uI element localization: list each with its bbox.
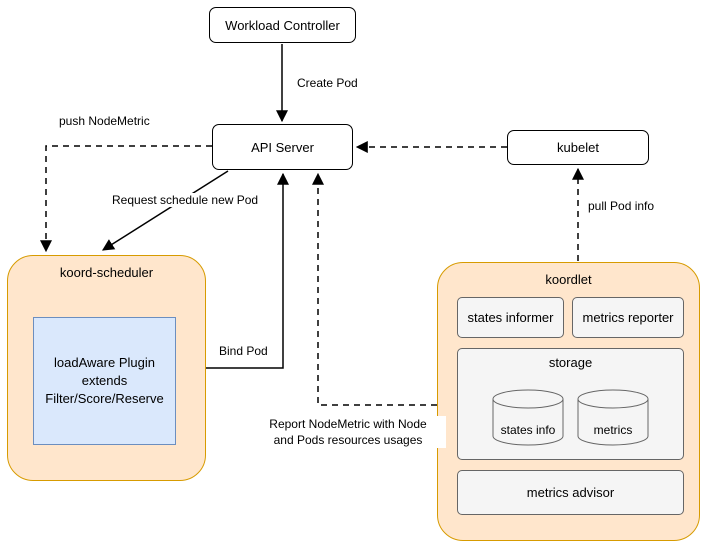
metrics-reporter-node: metrics reporter bbox=[572, 297, 684, 338]
arrow-push-nodemetric bbox=[40, 145, 212, 253]
cylinder-shape bbox=[492, 389, 564, 446]
report-nodemetric-line1: Report NodeMetric with Node bbox=[269, 417, 427, 431]
states-info-label: states info bbox=[500, 423, 556, 437]
storage-label: storage bbox=[548, 355, 593, 370]
report-nodemetric-line2: and Pods resources usages bbox=[273, 433, 423, 448]
loadaware-plugin-line3: Filter/Score/Reserve bbox=[45, 391, 164, 407]
bind-pod-edge-label: Bind Pod bbox=[217, 344, 270, 358]
workload-controller-label: Workload Controller bbox=[225, 17, 340, 33]
loadaware-plugin-line2: extends bbox=[81, 372, 128, 388]
metrics-reporter-label: metrics reporter bbox=[582, 310, 674, 325]
push-nodemetric-edge-label: push NodeMetric bbox=[57, 114, 152, 128]
kubelet-node: kubelet bbox=[507, 130, 649, 165]
metrics-advisor-node: metrics advisor bbox=[457, 470, 684, 515]
loadaware-plugin-line1: loadAware Plugin bbox=[54, 354, 155, 370]
create-pod-edge-label: Create Pod bbox=[295, 76, 360, 90]
kubelet-label: kubelet bbox=[557, 140, 599, 155]
states-informer-label: states informer bbox=[467, 310, 554, 325]
api-server-node: API Server bbox=[212, 124, 353, 170]
koordlet-label: koordlet bbox=[545, 272, 592, 287]
states-info-database-icon: states info bbox=[492, 389, 564, 447]
metrics-database-icon: metrics bbox=[577, 389, 649, 447]
loadaware-plugin-label: loadAware Plugin extends Filter/Score/Re… bbox=[45, 354, 163, 409]
api-server-label: API Server bbox=[251, 139, 314, 155]
states-informer-node: states informer bbox=[457, 297, 564, 338]
koord-scheduler-label: koord-scheduler bbox=[59, 265, 154, 280]
workload-controller-node: Workload Controller bbox=[209, 7, 356, 43]
request-schedule-edge-label: Request schedule new Pod bbox=[110, 193, 261, 207]
arrow-bind-pod bbox=[176, 172, 289, 369]
arrow-request-schedule bbox=[101, 170, 229, 251]
report-nodemetric-edge-label: Report NodeMetric with Node and Pods res… bbox=[250, 416, 446, 449]
metrics-advisor-label: metrics advisor bbox=[526, 485, 615, 500]
metrics-cyl-label: metrics bbox=[593, 423, 633, 437]
cylinder-shape bbox=[577, 389, 649, 446]
arrow-report-nodemetric bbox=[312, 172, 437, 406]
loadaware-plugin-node: loadAware Plugin extends Filter/Score/Re… bbox=[33, 317, 176, 445]
pull-pod-info-edge-label: pull Pod info bbox=[586, 199, 657, 213]
